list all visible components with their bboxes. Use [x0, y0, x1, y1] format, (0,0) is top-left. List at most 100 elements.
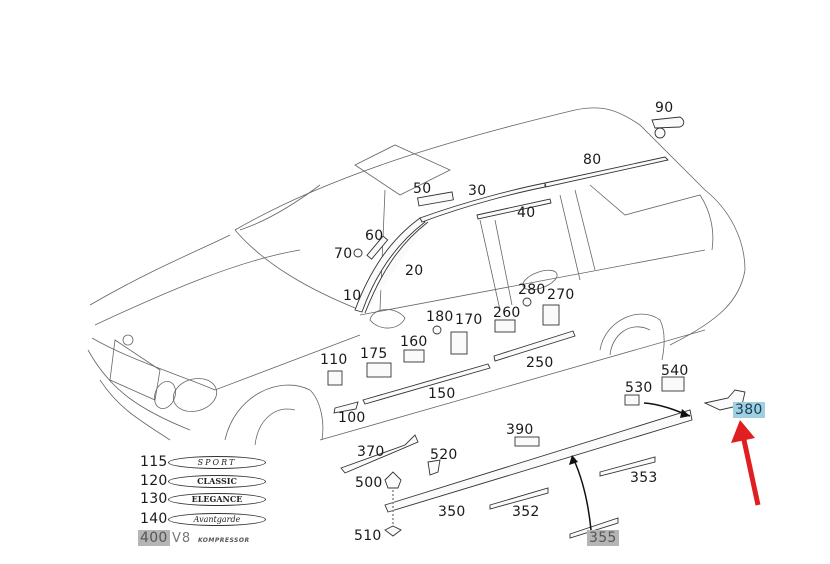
- part-500-shape: [384, 471, 402, 489]
- part-540-shape: [661, 376, 685, 392]
- parts: [327, 116, 746, 539]
- part-350-shape: [384, 409, 693, 513]
- rear-end: [669, 189, 746, 346]
- label-part-510[interactable]: 510: [354, 528, 382, 544]
- bumper-line-lower: [99, 379, 171, 441]
- part-170-shape: [450, 331, 468, 355]
- label-part-120[interactable]: 120: [140, 473, 168, 489]
- label-part-60[interactable]: 60: [365, 228, 384, 244]
- rear-wheel: [609, 326, 651, 356]
- part-90-shape: [651, 116, 685, 129]
- badge-classic: CLASSIC: [168, 475, 266, 488]
- part-100-shape: [333, 401, 359, 414]
- label-part-280[interactable]: 280: [518, 282, 546, 298]
- label-part-10[interactable]: 10: [343, 288, 362, 304]
- badge-avantgarde: Avantgarde: [168, 513, 266, 526]
- part-175-shape: [366, 362, 392, 378]
- part-80-shape: [544, 156, 669, 188]
- part-270-shape: [542, 304, 560, 326]
- label-part-90[interactable]: 90: [655, 100, 674, 116]
- part-280-shape: [522, 297, 532, 307]
- label-part-500[interactable]: 500: [355, 475, 383, 491]
- label-part-70[interactable]: 70: [334, 246, 353, 262]
- label-part-520[interactable]: 520: [430, 447, 458, 463]
- front-wheel-arch: [224, 384, 324, 441]
- label-part-170[interactable]: 170: [455, 312, 483, 328]
- arrow-355-to-350: [573, 459, 592, 531]
- badge-elegance: ELEGANCE: [168, 493, 266, 506]
- label-part-130[interactable]: 130: [140, 491, 168, 507]
- part-50-shape: [417, 191, 454, 207]
- mercedes-star: [122, 334, 134, 346]
- part-110-shape: [327, 370, 343, 386]
- windshield-top: [239, 184, 321, 231]
- part-260-shape: [494, 319, 516, 333]
- label-part-110[interactable]: 110: [320, 352, 348, 368]
- c-pillar-2: [574, 189, 596, 271]
- badge-sport: SPORT: [168, 456, 266, 469]
- arrowhead-355: [569, 455, 578, 465]
- part-352-shape: [489, 487, 549, 510]
- label-part-250[interactable]: 250: [526, 355, 554, 371]
- red-arrow-shaft: [741, 439, 761, 506]
- part-30-shape: [419, 182, 546, 223]
- badge-v8: V8: [172, 531, 192, 546]
- red-arrow-head: [731, 420, 755, 443]
- roof-line: [234, 107, 706, 231]
- label-part-260[interactable]: 260: [493, 305, 521, 321]
- label-part-150[interactable]: 150: [428, 386, 456, 402]
- label-part-115[interactable]: 115: [140, 454, 168, 470]
- part-20-shape: [364, 221, 429, 314]
- front-wheel: [254, 408, 296, 446]
- part-70-shape: [353, 248, 363, 258]
- part-40-shape: [476, 198, 552, 220]
- fog-light: [154, 381, 176, 409]
- part-370-shape: [340, 434, 419, 474]
- part-60-shape: [366, 235, 389, 260]
- arrowhead-530: [680, 409, 690, 418]
- beltline: [359, 249, 706, 316]
- part-90-clip: [654, 127, 666, 139]
- label-part-530[interactable]: 530: [625, 380, 653, 396]
- part-160-shape: [403, 349, 425, 363]
- sunroof: [354, 144, 451, 196]
- label-part-355[interactable]: 355: [587, 530, 619, 546]
- label-part-80[interactable]: 80: [583, 152, 602, 168]
- label-part-50[interactable]: 50: [413, 181, 432, 197]
- label-part-175[interactable]: 175: [360, 346, 388, 362]
- hood-edge: [91, 334, 361, 391]
- label-part-390[interactable]: 390: [506, 422, 534, 438]
- label-part-400[interactable]: 400: [138, 530, 170, 546]
- label-part-352[interactable]: 352: [512, 504, 540, 520]
- badge-kompressor: KOMPRESSOR: [198, 537, 250, 544]
- part-150-shape: [362, 363, 491, 405]
- label-part-100[interactable]: 100: [338, 410, 366, 426]
- label-part-350[interactable]: 350: [438, 504, 466, 520]
- a-pillar-inner: [379, 189, 386, 311]
- rear-wheel-arch: [599, 313, 665, 361]
- c-pillar: [559, 194, 581, 281]
- label-part-160[interactable]: 160: [400, 334, 428, 350]
- grille: [109, 339, 161, 401]
- label-part-20[interactable]: 20: [405, 263, 424, 279]
- label-part-353[interactable]: 353: [630, 470, 658, 486]
- label-part-270[interactable]: 270: [547, 287, 575, 303]
- part-390-shape: [514, 436, 540, 447]
- label-part-40[interactable]: 40: [517, 205, 536, 221]
- hood-line: [89, 234, 231, 306]
- red-arrow-icon: [731, 420, 761, 506]
- rear-window: [589, 184, 714, 251]
- part-530-shape: [624, 394, 640, 406]
- b-pillar: [479, 219, 501, 311]
- label-part-370[interactable]: 370: [357, 444, 385, 460]
- hood-crease: [94, 249, 301, 326]
- label-part-140[interactable]: 140: [140, 511, 168, 527]
- b-pillar-2: [494, 219, 513, 306]
- part-250-shape: [493, 330, 576, 362]
- label-part-380[interactable]: 380: [733, 402, 765, 418]
- label-part-180[interactable]: 180: [426, 309, 454, 325]
- label-part-30[interactable]: 30: [468, 183, 487, 199]
- windshield-bottom: [234, 229, 361, 311]
- label-part-540[interactable]: 540: [661, 363, 689, 379]
